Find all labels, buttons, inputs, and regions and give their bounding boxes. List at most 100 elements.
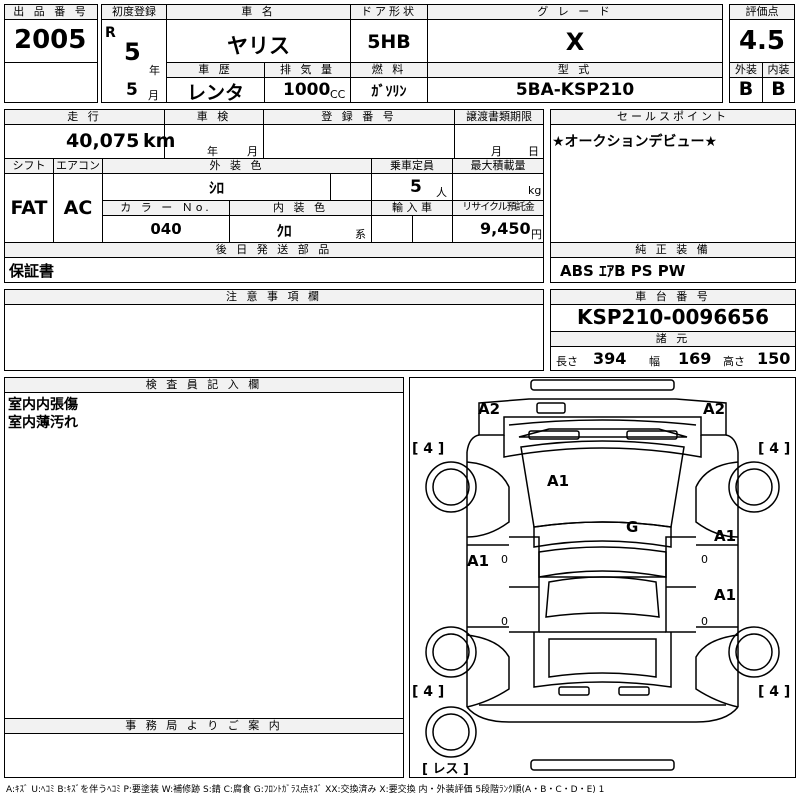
svg-text:0: 0	[701, 553, 708, 566]
exterior-color: ｼﾛ	[208, 179, 224, 197]
grade: X	[565, 28, 585, 56]
capacity: 5	[410, 177, 422, 197]
displacement-header: 排 気 量	[264, 62, 351, 78]
length: 394	[593, 349, 627, 368]
notes-area	[4, 304, 544, 371]
intcolor-header: 内 装 色	[229, 200, 372, 216]
displacement: 1000	[283, 80, 331, 100]
svg-text:0: 0	[701, 615, 708, 628]
office-area	[4, 733, 404, 778]
spare-tire: [ レス ]	[422, 762, 469, 777]
model-code: 5BA-KSP210	[515, 80, 635, 100]
tire-rear-right: [ 4 ]	[758, 684, 791, 700]
shift-header: シフト	[4, 158, 54, 174]
chassis-header: 車 台 番 号	[550, 289, 796, 305]
mark-g-windshield: G	[626, 518, 639, 536]
insp-year-unit: 年	[207, 145, 218, 158]
later-parts: 保証書	[9, 262, 55, 280]
km-unit: km	[143, 130, 176, 152]
width: 169	[678, 349, 712, 368]
mark-a1-right-front: A1	[714, 527, 737, 545]
tire-front-left: [ 4 ]	[412, 441, 445, 457]
mark-a2-left: A2	[478, 400, 501, 418]
int-grade: B	[771, 78, 786, 100]
car-diagram-frame	[409, 377, 796, 778]
tire-front-right: [ 4 ]	[758, 441, 791, 457]
legend: A:ｷｽﾞ U:ﾍｺﾐ B:ｷｽﾞを伴うﾍｺﾐ P:要塗装 W:補修跡 S:錆 …	[6, 785, 605, 795]
mileage: 40,075	[66, 130, 140, 152]
year-unit: 年	[149, 64, 160, 77]
era: R	[105, 25, 116, 41]
svg-text:0: 0	[501, 553, 508, 566]
width-label: 幅	[649, 355, 660, 368]
int-header: 内装	[762, 62, 795, 78]
grade-header: グ レ ー ド	[427, 4, 723, 20]
chassis-number: KSP210-0096656	[576, 305, 770, 329]
color-header: 外 装 色	[102, 158, 372, 174]
lot-header: 出 品 番 号	[4, 4, 98, 20]
length-label: 長さ	[556, 355, 578, 368]
svg-text:0: 0	[501, 615, 508, 628]
door-header: ドア形状	[350, 4, 428, 20]
history: レンタ	[186, 82, 244, 104]
door-type: 5HB	[367, 31, 411, 53]
reg-month: 5	[126, 80, 138, 100]
interior-color-unit: 系	[355, 228, 366, 241]
load-header: 最大積載量	[452, 158, 544, 174]
ext-grade: B	[738, 78, 754, 100]
lot-number: 2005	[14, 25, 87, 55]
yen-unit: 円	[531, 228, 542, 241]
model-header: 型 式	[427, 62, 723, 78]
load-unit: kg	[528, 184, 542, 197]
mark-a1-right-rear: A1	[714, 586, 737, 604]
cc-unit: CC	[330, 88, 346, 101]
mark-a2-right: A2	[703, 400, 726, 418]
sales-header: セールスポイント	[550, 109, 796, 125]
equipment-header: 純 正 装 備	[550, 242, 796, 258]
dims-header: 諸 元	[550, 331, 796, 347]
first-reg-header: 初度登録	[101, 4, 167, 20]
capacity-header: 乗車定員	[371, 158, 453, 174]
score-header: 評価点	[729, 4, 795, 20]
later-parts-header: 後 日 発 送 部 品	[4, 242, 544, 258]
recycle-header: リサイクル預託金	[452, 200, 544, 216]
import-header: 輸 入 車	[371, 200, 453, 216]
equipment: ABS ｴｱB PS PW	[560, 262, 686, 280]
car-name: ヤリス	[227, 34, 290, 58]
ac-header: エアコン	[53, 158, 103, 174]
inspector-line-2: 室内薄汚れ	[8, 415, 78, 431]
capacity-unit: 人	[436, 186, 447, 199]
recycle-fee: 9,450	[480, 219, 531, 238]
interior-color: ｸﾛ	[276, 222, 292, 240]
insp-month-unit: 月	[247, 145, 258, 158]
height-label: 高さ	[723, 355, 745, 368]
sales-point: ★オークションデビュー★	[552, 134, 718, 150]
color-number: 040	[150, 220, 182, 238]
transfer-header: 譲渡書類期限	[454, 109, 544, 125]
tire-rear-left: [ 4 ]	[412, 684, 445, 700]
office-header: 事 務 局 よ り ご 案 内	[4, 718, 404, 734]
colorno-header: カ ラ ー Ｎo.	[102, 200, 230, 216]
height: 150	[757, 349, 791, 368]
inspector-line-1: 室内内張傷	[8, 397, 78, 413]
car-name-header: 車 名	[166, 4, 351, 20]
ext-header: 外装	[729, 62, 763, 78]
inspection-header: 車 検	[164, 109, 264, 125]
car-diagram: 0 0 0 0	[425, 379, 780, 771]
history-header: 車 歴	[166, 62, 265, 78]
transfer-day-unit: 日	[528, 145, 539, 158]
mileage-header: 走 行	[4, 109, 165, 125]
shift: FAT	[10, 197, 48, 219]
ac: AC	[63, 197, 93, 219]
score: 4.5	[738, 26, 786, 56]
fuel: ｶﾞｿﾘﾝ	[371, 84, 407, 100]
mark-a1-left: A1	[467, 552, 490, 570]
inspector-header: 検 査 員 記 入 欄	[4, 377, 404, 393]
mark-a1-hood: A1	[547, 472, 570, 490]
month-unit: 月	[148, 89, 159, 102]
regno-header: 登 録 番 号	[263, 109, 455, 125]
reg-year: 5	[124, 38, 141, 66]
notes-header: 注 意 事 項 欄	[4, 289, 544, 305]
transfer-month-unit: 月	[491, 145, 502, 158]
fuel-header: 燃 料	[350, 62, 428, 78]
